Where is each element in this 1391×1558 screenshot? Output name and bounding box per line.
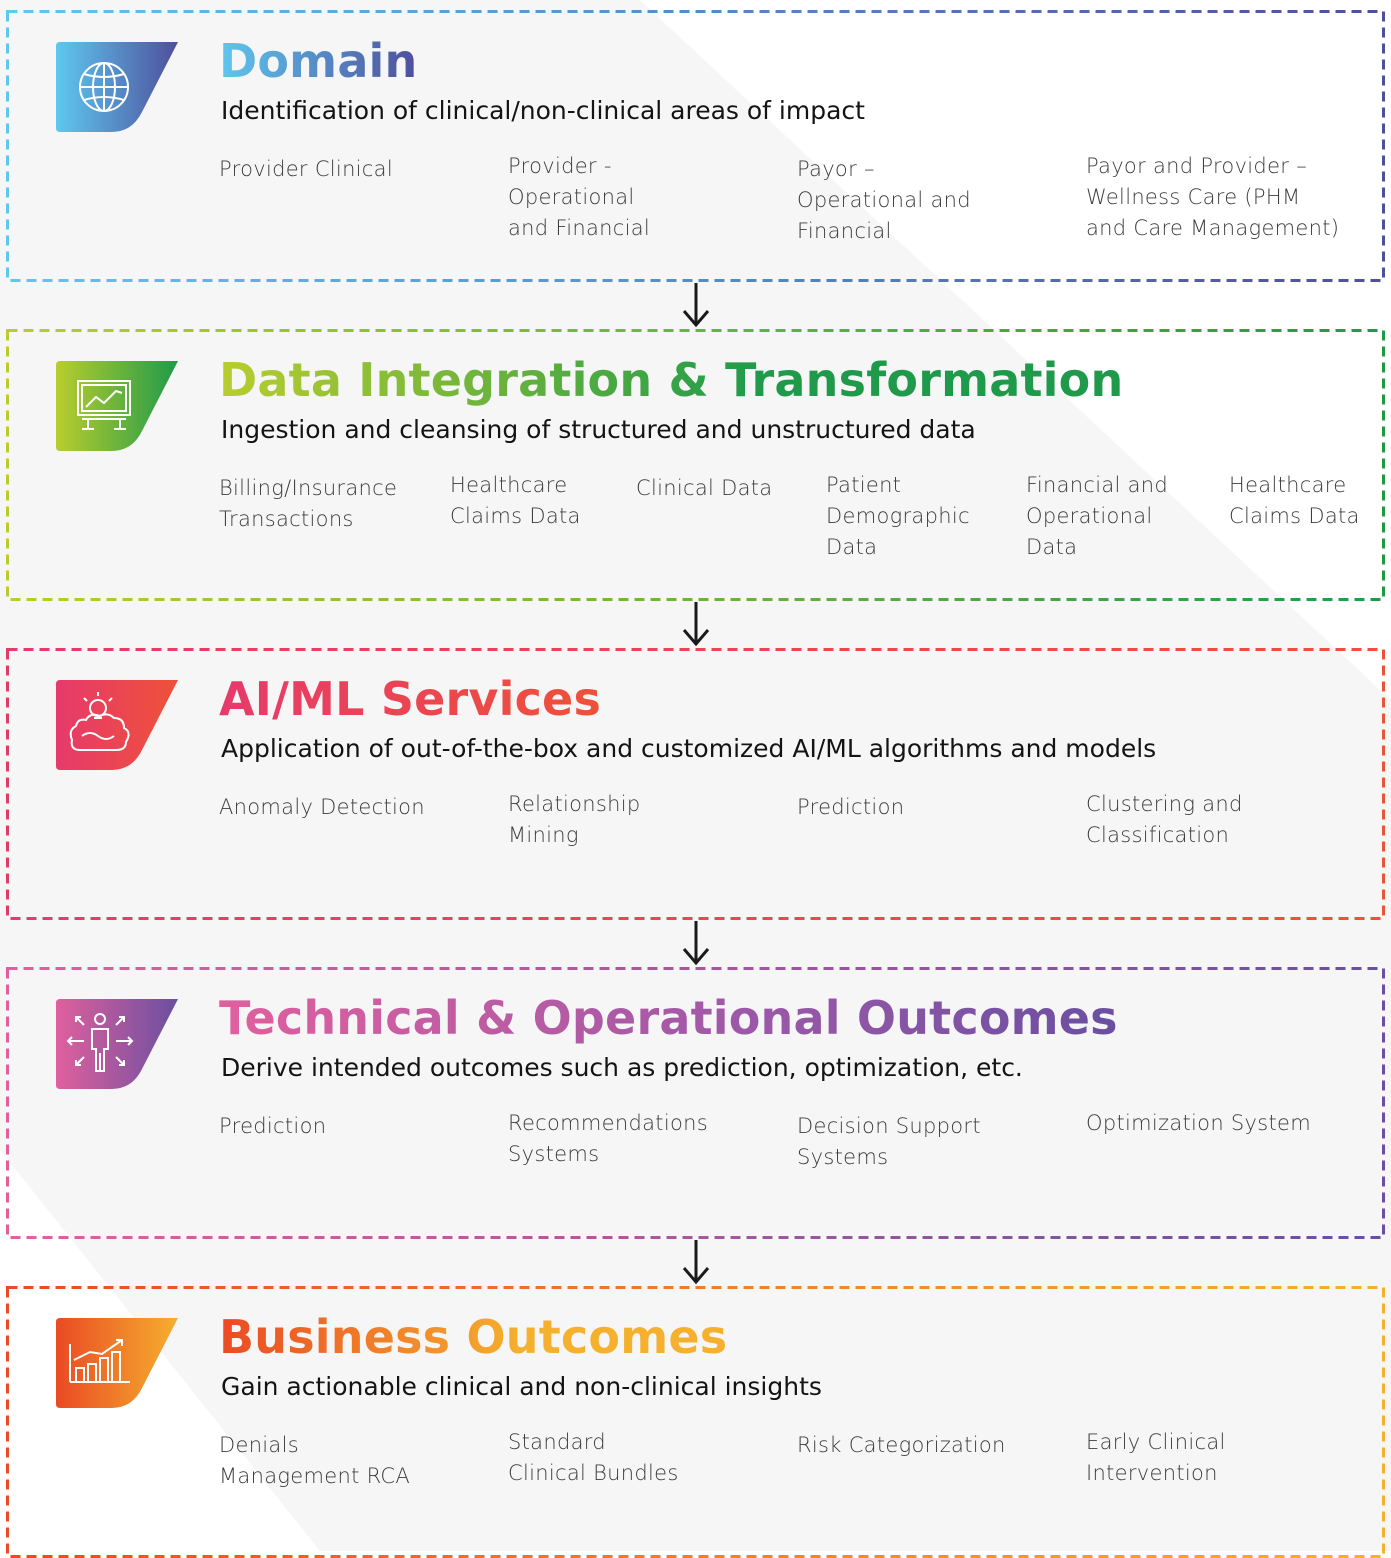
domain-section: Domain Identification of clinical/non-cl… (6, 10, 1385, 282)
service-item: Prediction (797, 795, 905, 819)
person-expand-icon (66, 1013, 134, 1072)
business-item: Risk Categorization (797, 1433, 1006, 1457)
service-item: Relationship Mining (508, 792, 641, 847)
section-subtitle: Identification of clinical/non-clinical … (221, 96, 865, 125)
brain-idea-icon (69, 692, 130, 751)
down-arrow-icon (682, 1240, 710, 1285)
section-subtitle: Gain actionable clinical and non-clinica… (221, 1372, 822, 1401)
technical-outcomes-badge (54, 997, 178, 1091)
section-title: Technical & Operational Outcomes (219, 991, 1118, 1045)
globe-icon (79, 62, 129, 112)
domain-item: Provider Clinical (219, 157, 393, 181)
data-integration-badge (54, 359, 178, 453)
down-arrow-icon (682, 602, 710, 647)
section-subtitle: Ingestion and cleansing of structured an… (221, 415, 976, 444)
section-title: Business Outcomes (219, 1310, 728, 1364)
business-outcomes-badge (54, 1316, 178, 1410)
aiml-frame (6, 648, 1385, 920)
domain-badge (54, 40, 178, 134)
outcome-item: Decision Support Systems (797, 1114, 981, 1169)
business-item: Early Clinical Intervention (1086, 1430, 1226, 1485)
section-title: AI/ML Services (219, 672, 602, 726)
data-source-item: Healthcare Claims Data (450, 473, 581, 528)
aiml-badge (54, 678, 178, 772)
section-title: Data Integration & Transformation (219, 353, 1124, 407)
domain-item: Provider - Operational and Financial (508, 154, 651, 240)
outcome-item: Prediction (219, 1114, 327, 1138)
service-item: Clustering and Classification (1086, 792, 1243, 847)
data-source-item: Clinical Data (636, 476, 773, 500)
outcome-item: Optimization System (1086, 1111, 1312, 1135)
outcome-item: Recommendations Systems (508, 1111, 708, 1166)
technical-outcomes-section: Technical & Operational Outcomes Derive … (6, 967, 1385, 1239)
section-subtitle: Application of out-of-the-box and custom… (221, 734, 1157, 763)
chart-presentation-icon (77, 380, 131, 430)
data-source-item: Healthcare Claims Data (1229, 473, 1360, 528)
aiml-section: AI/ML Services Application of out-of-the… (6, 648, 1385, 920)
service-item: Anomaly Detection (219, 795, 425, 819)
business-outcomes-section: Business Outcomes Gain actionable clinic… (6, 1286, 1385, 1558)
section-subtitle: Derive intended outcomes such as predict… (221, 1053, 1023, 1082)
data-integration-section: Data Integration & Transformation Ingest… (6, 329, 1385, 601)
data-source-item: Patient Demographic Data (826, 473, 970, 559)
bar-growth-icon (69, 1339, 130, 1383)
business-item: Denials Management RCA (219, 1433, 411, 1488)
data-source-item: Financial and Operational Data (1026, 473, 1169, 559)
business-item: Standard Clinical Bundles (508, 1430, 679, 1485)
down-arrow-icon (682, 921, 710, 966)
domain-item: Payor and Provider – Wellness Care (PHM … (1086, 154, 1340, 240)
domain-item: Payor – Operational and Financial (797, 157, 971, 243)
down-arrow-icon (682, 283, 710, 328)
data-source-item: Billing/Insurance Transactions (219, 476, 398, 531)
section-title: Domain (219, 34, 418, 88)
